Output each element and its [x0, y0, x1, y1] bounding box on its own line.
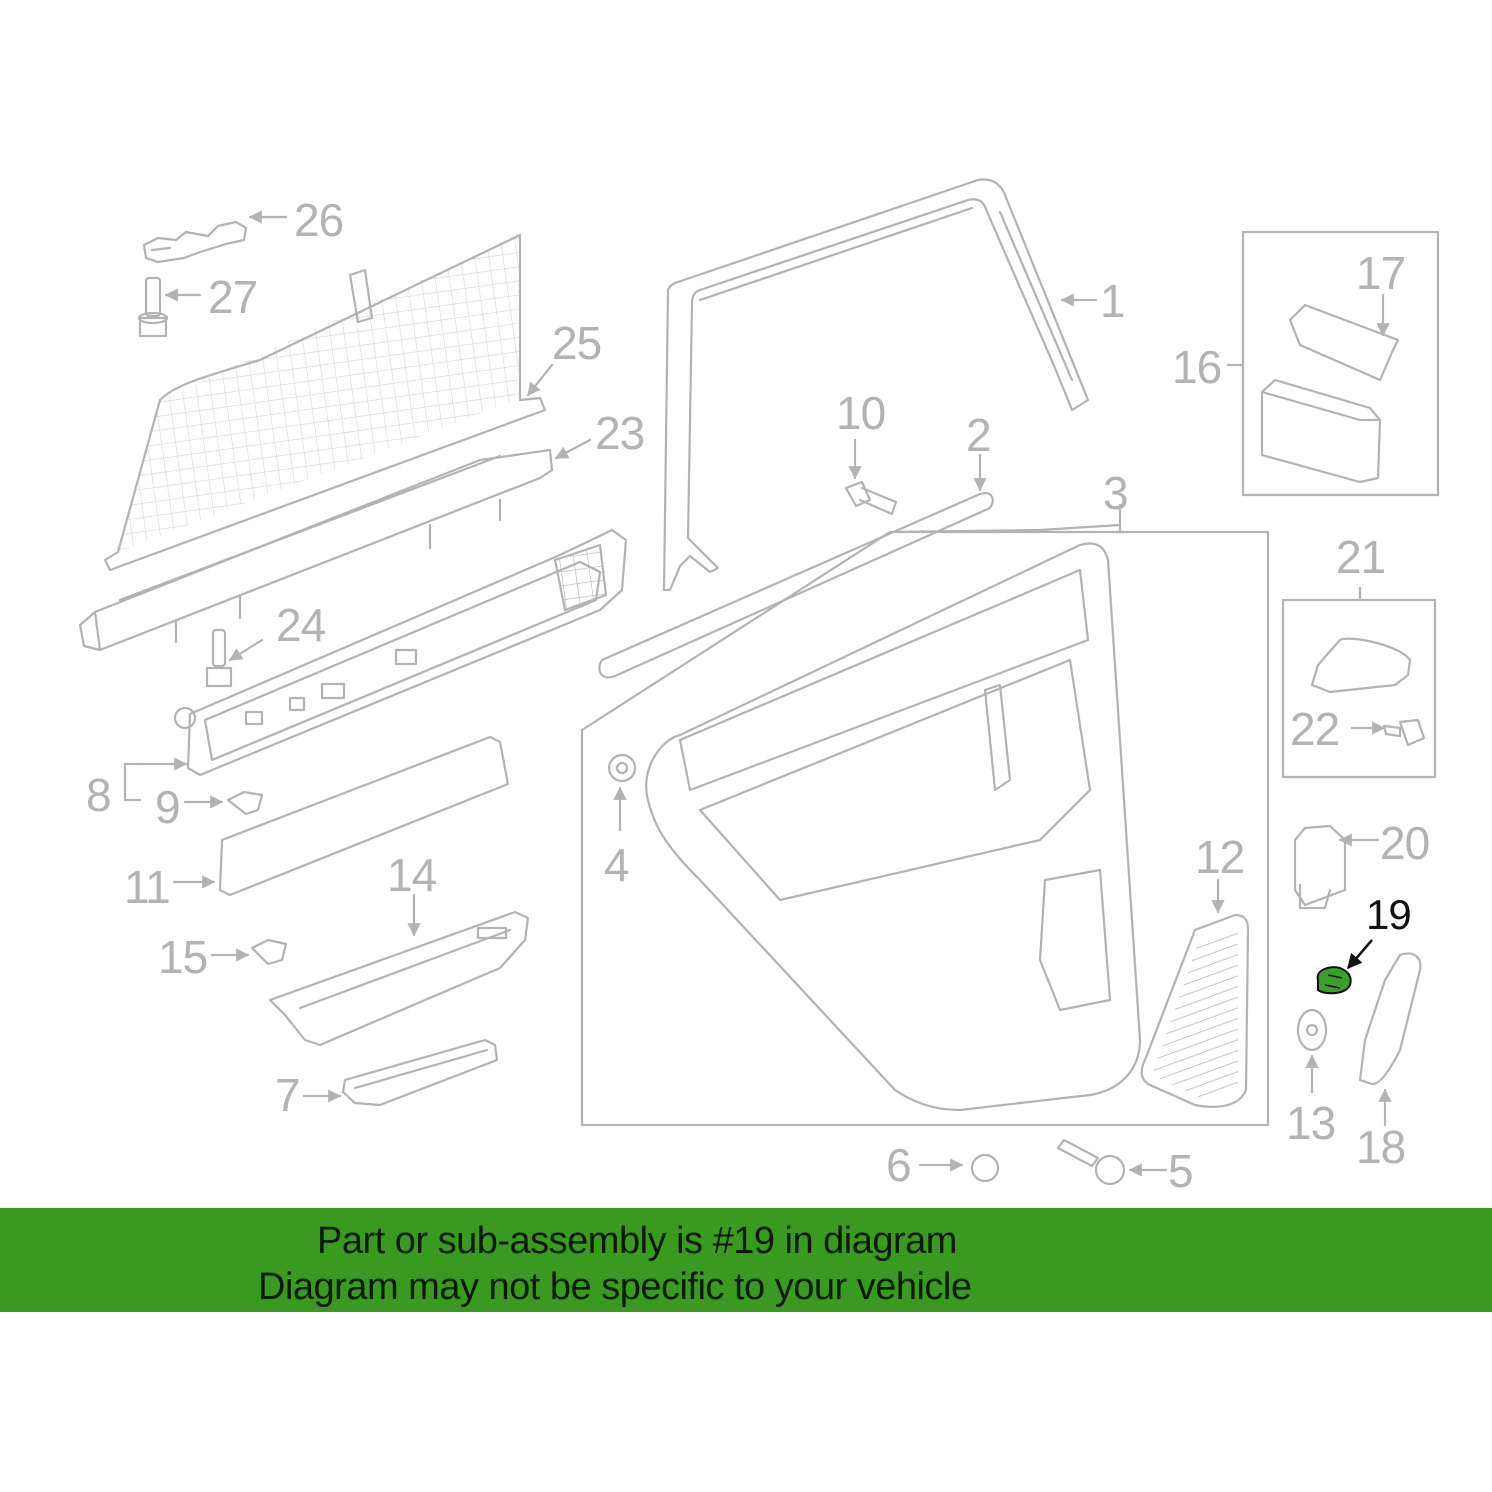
callout-3: 3 [1103, 467, 1129, 519]
callout-10: 10 [836, 387, 886, 439]
part-12-speaker-grille [1140, 878, 1250, 1108]
banner-part-note: Part or sub-assembly is #19 in diagram [317, 1220, 957, 1262]
part-4-clip [607, 753, 637, 832]
callout-8: 8 [86, 769, 112, 821]
part-19-clip-highlighted [1316, 939, 1373, 995]
callout-6: 6 [886, 1139, 912, 1191]
part-27-bolt [137, 276, 202, 338]
callout-21: 21 [1336, 531, 1386, 583]
part-info-banner: Part or sub-assembly is #19 in diagram D… [0, 1208, 1492, 1312]
callout-12: 12 [1195, 831, 1245, 883]
part-9-clip [183, 790, 264, 816]
part-14-armrest-trim [268, 893, 530, 1047]
part-20-switch [1293, 824, 1380, 910]
callout-5: 5 [1168, 1145, 1194, 1197]
part-18-trim-molding [1358, 952, 1422, 1127]
callout-22: 22 [1290, 703, 1340, 755]
callout-17: 17 [1356, 247, 1406, 299]
callout-11: 11 [124, 861, 171, 913]
banner-disclaimer: Diagram may not be specific to your vehi… [258, 1266, 972, 1308]
callout-4: 4 [604, 839, 630, 891]
part-6-clip [918, 1153, 1000, 1183]
part-23-rail [78, 438, 592, 652]
callout-7: 7 [275, 1069, 301, 1121]
callout-20: 20 [1380, 817, 1430, 869]
part-11-trim-strip [172, 735, 510, 897]
callout-27: 27 [208, 271, 258, 323]
callout-19-highlighted: 19 [1366, 891, 1412, 938]
part-13-cap [1296, 1008, 1328, 1094]
callout-24: 24 [276, 599, 326, 651]
part-7-insert [302, 1038, 499, 1107]
part-1-window-seal [662, 178, 1098, 592]
part-26-bracket [142, 210, 288, 264]
callout-2: 2 [966, 409, 992, 461]
callout-14: 14 [387, 849, 437, 901]
part-24-bolt [205, 628, 264, 688]
part-8-armrest-bezel [123, 528, 628, 802]
part-16-lamp-assembly [1226, 230, 1440, 497]
callout-1: 1 [1100, 275, 1126, 327]
callout-18: 18 [1356, 1121, 1406, 1173]
part-21-courtesy-lamp [1281, 586, 1437, 779]
callout-9: 9 [155, 781, 181, 833]
callout-13: 13 [1286, 1097, 1336, 1149]
callout-15: 15 [158, 931, 208, 983]
part-15-clip [210, 938, 288, 966]
part-3-door-panel [580, 503, 1270, 1127]
part-2-belt-weatherstrip [598, 453, 994, 679]
callout-26: 26 [294, 194, 344, 246]
callout-25: 25 [552, 317, 602, 369]
callout-23: 23 [595, 407, 645, 459]
part-10-bolt [844, 438, 898, 516]
part-25-sunshade [103, 233, 554, 572]
callout-16: 16 [1172, 341, 1222, 393]
part-5-screw [1056, 1138, 1168, 1186]
